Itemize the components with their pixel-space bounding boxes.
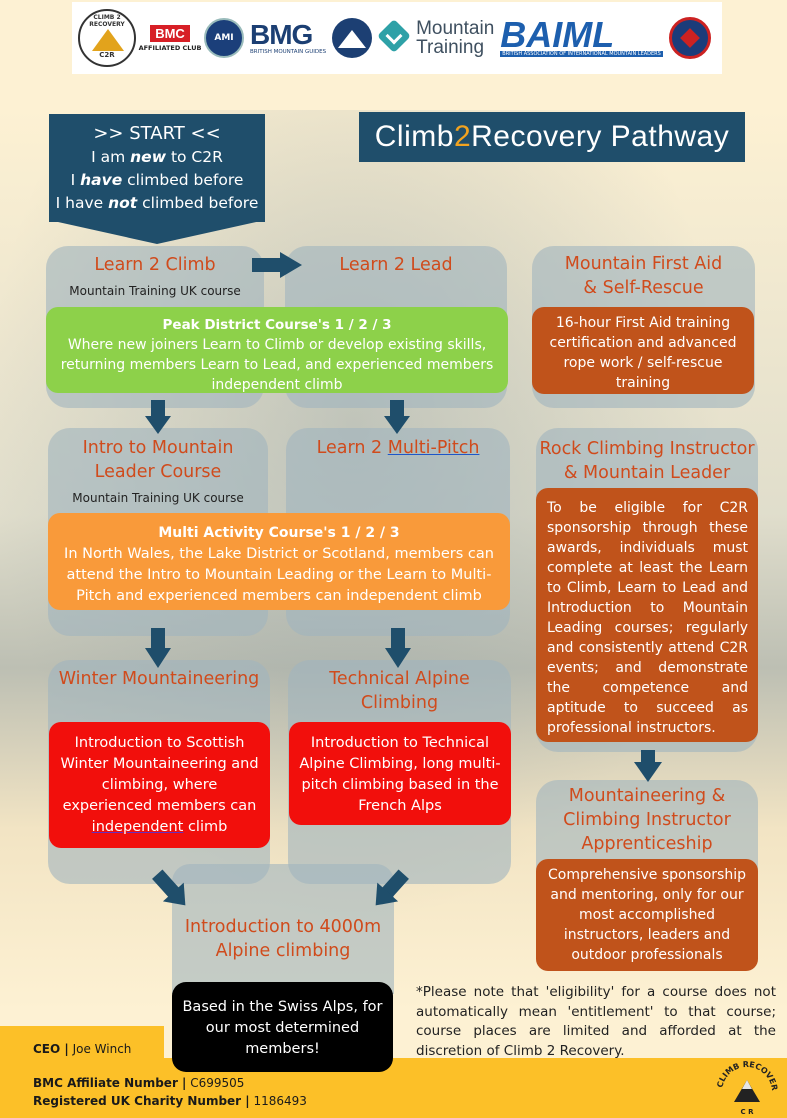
- firstaid-box: 16-hour First Aid training certification…: [532, 307, 754, 394]
- start-box: >> START << I am new to C2R I have climb…: [49, 114, 265, 222]
- start-line-have: I have climbed before: [70, 171, 244, 189]
- learn2climb-note: Mountain Training UK course: [69, 284, 241, 298]
- intro4000-body: Based in the Swiss Alps, for our most de…: [182, 999, 383, 1057]
- disclaimer-note: *Please note that 'eligibility' for a co…: [416, 984, 776, 1059]
- multi-activity-heading: Multi Activity Course's 1 / 2 / 3: [158, 525, 400, 541]
- arrow-diagonal-icon: [375, 869, 409, 906]
- bmg-logo: BMG BRITISH MOUNTAIN GUIDES: [250, 19, 327, 56]
- baiml-logo-sub: BRITISH ASSOCIATION OF INTERNATIONAL MOU…: [500, 51, 663, 57]
- arrow-right-icon: [252, 252, 302, 278]
- winter-box: Introduction to Scottish Winter Mountain…: [49, 722, 270, 848]
- apprentice-box: Comprehensive sponsorship and mentoring,…: [536, 859, 758, 971]
- multi-activity-box: Multi Activity Course's 1 / 2 / 3 In Nor…: [48, 513, 510, 610]
- peak-district-heading: Peak District Course's 1 / 2 / 3: [162, 317, 392, 333]
- winter-underlined-word: independent: [91, 819, 184, 835]
- peak-district-box: Peak District Course's 1 / 2 / 3 Where n…: [46, 307, 508, 393]
- arrow-down-icon: [634, 750, 662, 782]
- arrow-down-icon: [384, 400, 410, 434]
- learn2lead-title: Learn 2 Lead: [339, 255, 453, 275]
- multipitch-link: Multi-Pitch: [387, 438, 480, 458]
- learn2climb-title: Learn 2 Climb: [94, 255, 216, 275]
- bmc-logo-name: BMC: [150, 24, 190, 42]
- start-down-arrow: [49, 220, 265, 244]
- intro-ml-note: Mountain Training UK course: [72, 491, 244, 505]
- mountain-training-line2: Training: [416, 37, 485, 58]
- alpine-body: Introduction to Technical Alpine Climbin…: [299, 735, 501, 814]
- intro4000-panel: [172, 864, 394, 994]
- apprentice-body: Comprehensive sponsorship and mentoring,…: [548, 867, 746, 963]
- arrow-down-icon: [385, 628, 411, 668]
- c2r-footer-logo: CLIMB RECOVERY C R: [716, 1058, 778, 1116]
- start-line-not: I have not climbed before: [55, 194, 259, 212]
- bmg-logo-sub: BRITISH MOUNTAIN GUIDES: [250, 49, 327, 55]
- arrow-down-icon: [145, 628, 171, 668]
- winter-title: Winter Mountaineering: [58, 669, 260, 689]
- c2r-logo-ring-text: CLIMB 2 RECOVERY: [89, 14, 125, 28]
- bmg-logo-name: BMG: [250, 19, 313, 50]
- footer-bar: [0, 1058, 787, 1118]
- mountain-icon: [92, 29, 124, 51]
- multi-activity-body: In North Wales, the Lake District or Sco…: [64, 546, 494, 604]
- rci-body: To be eligible for C2R sponsorship throu…: [547, 500, 748, 736]
- alpine-box: Introduction to Technical Alpine Climbin…: [289, 722, 511, 825]
- rci-box: To be eligible for C2R sponsorship throu…: [536, 488, 758, 742]
- start-line-new: I am new to C2R: [91, 148, 223, 166]
- intro4000-box: Based in the Swiss Alps, for our most de…: [172, 982, 393, 1072]
- firstaid-body: 16-hour First Aid training certification…: [549, 315, 737, 391]
- rci-title: Rock Climbing Instructor& Mountain Leade…: [539, 439, 755, 483]
- bmg-mountain-logo: [332, 18, 373, 58]
- svg-text:C R: C R: [741, 1108, 755, 1116]
- peak-district-body: Where new joiners Learn to Climb or deve…: [60, 337, 494, 393]
- footer-bmc-number: BMC Affiliate Number | C699505: [33, 1076, 245, 1090]
- page-title: Climb2Recovery Pathway: [359, 112, 745, 162]
- footer-tab: [0, 1026, 164, 1060]
- baiml-logo: BAIML BRITISH ASSOCIATION OF INTERNATION…: [500, 14, 663, 57]
- footer-ceo: CEO | Joe Winch: [33, 1042, 132, 1056]
- mountain-training-line1: Mountain: [416, 18, 495, 39]
- footer-charity-number: Registered UK Charity Number | 1186493: [33, 1094, 307, 1108]
- arrow-down-icon: [145, 400, 171, 434]
- firstaid-title: Mountain First Aid& Self-Rescue: [564, 254, 723, 298]
- c2r-logo-mark: C2R: [99, 51, 115, 59]
- seal-logo: [668, 17, 711, 59]
- mountain-training-logo: Mountain Training: [416, 19, 494, 57]
- start-title: >> START <<: [93, 123, 221, 144]
- c2r-logo: CLIMB 2 RECOVERY C2R: [78, 9, 136, 67]
- ami-logo-name: AMI: [214, 33, 234, 43]
- bmc-logo-sub: AFFILIATED CLUB: [138, 43, 202, 52]
- logo-bar: CLIMB 2 RECOVERY C2R BMC AFFILIATED CLUB…: [72, 2, 722, 74]
- ami-logo: AMI: [204, 18, 244, 58]
- bmc-logo: BMC AFFILIATED CLUB: [139, 18, 201, 58]
- multipitch-title: Learn 2 Multi-Pitch: [316, 438, 480, 458]
- arrow-diagonal-icon: [152, 869, 186, 906]
- baiml-logo-name: BAIML: [500, 14, 615, 55]
